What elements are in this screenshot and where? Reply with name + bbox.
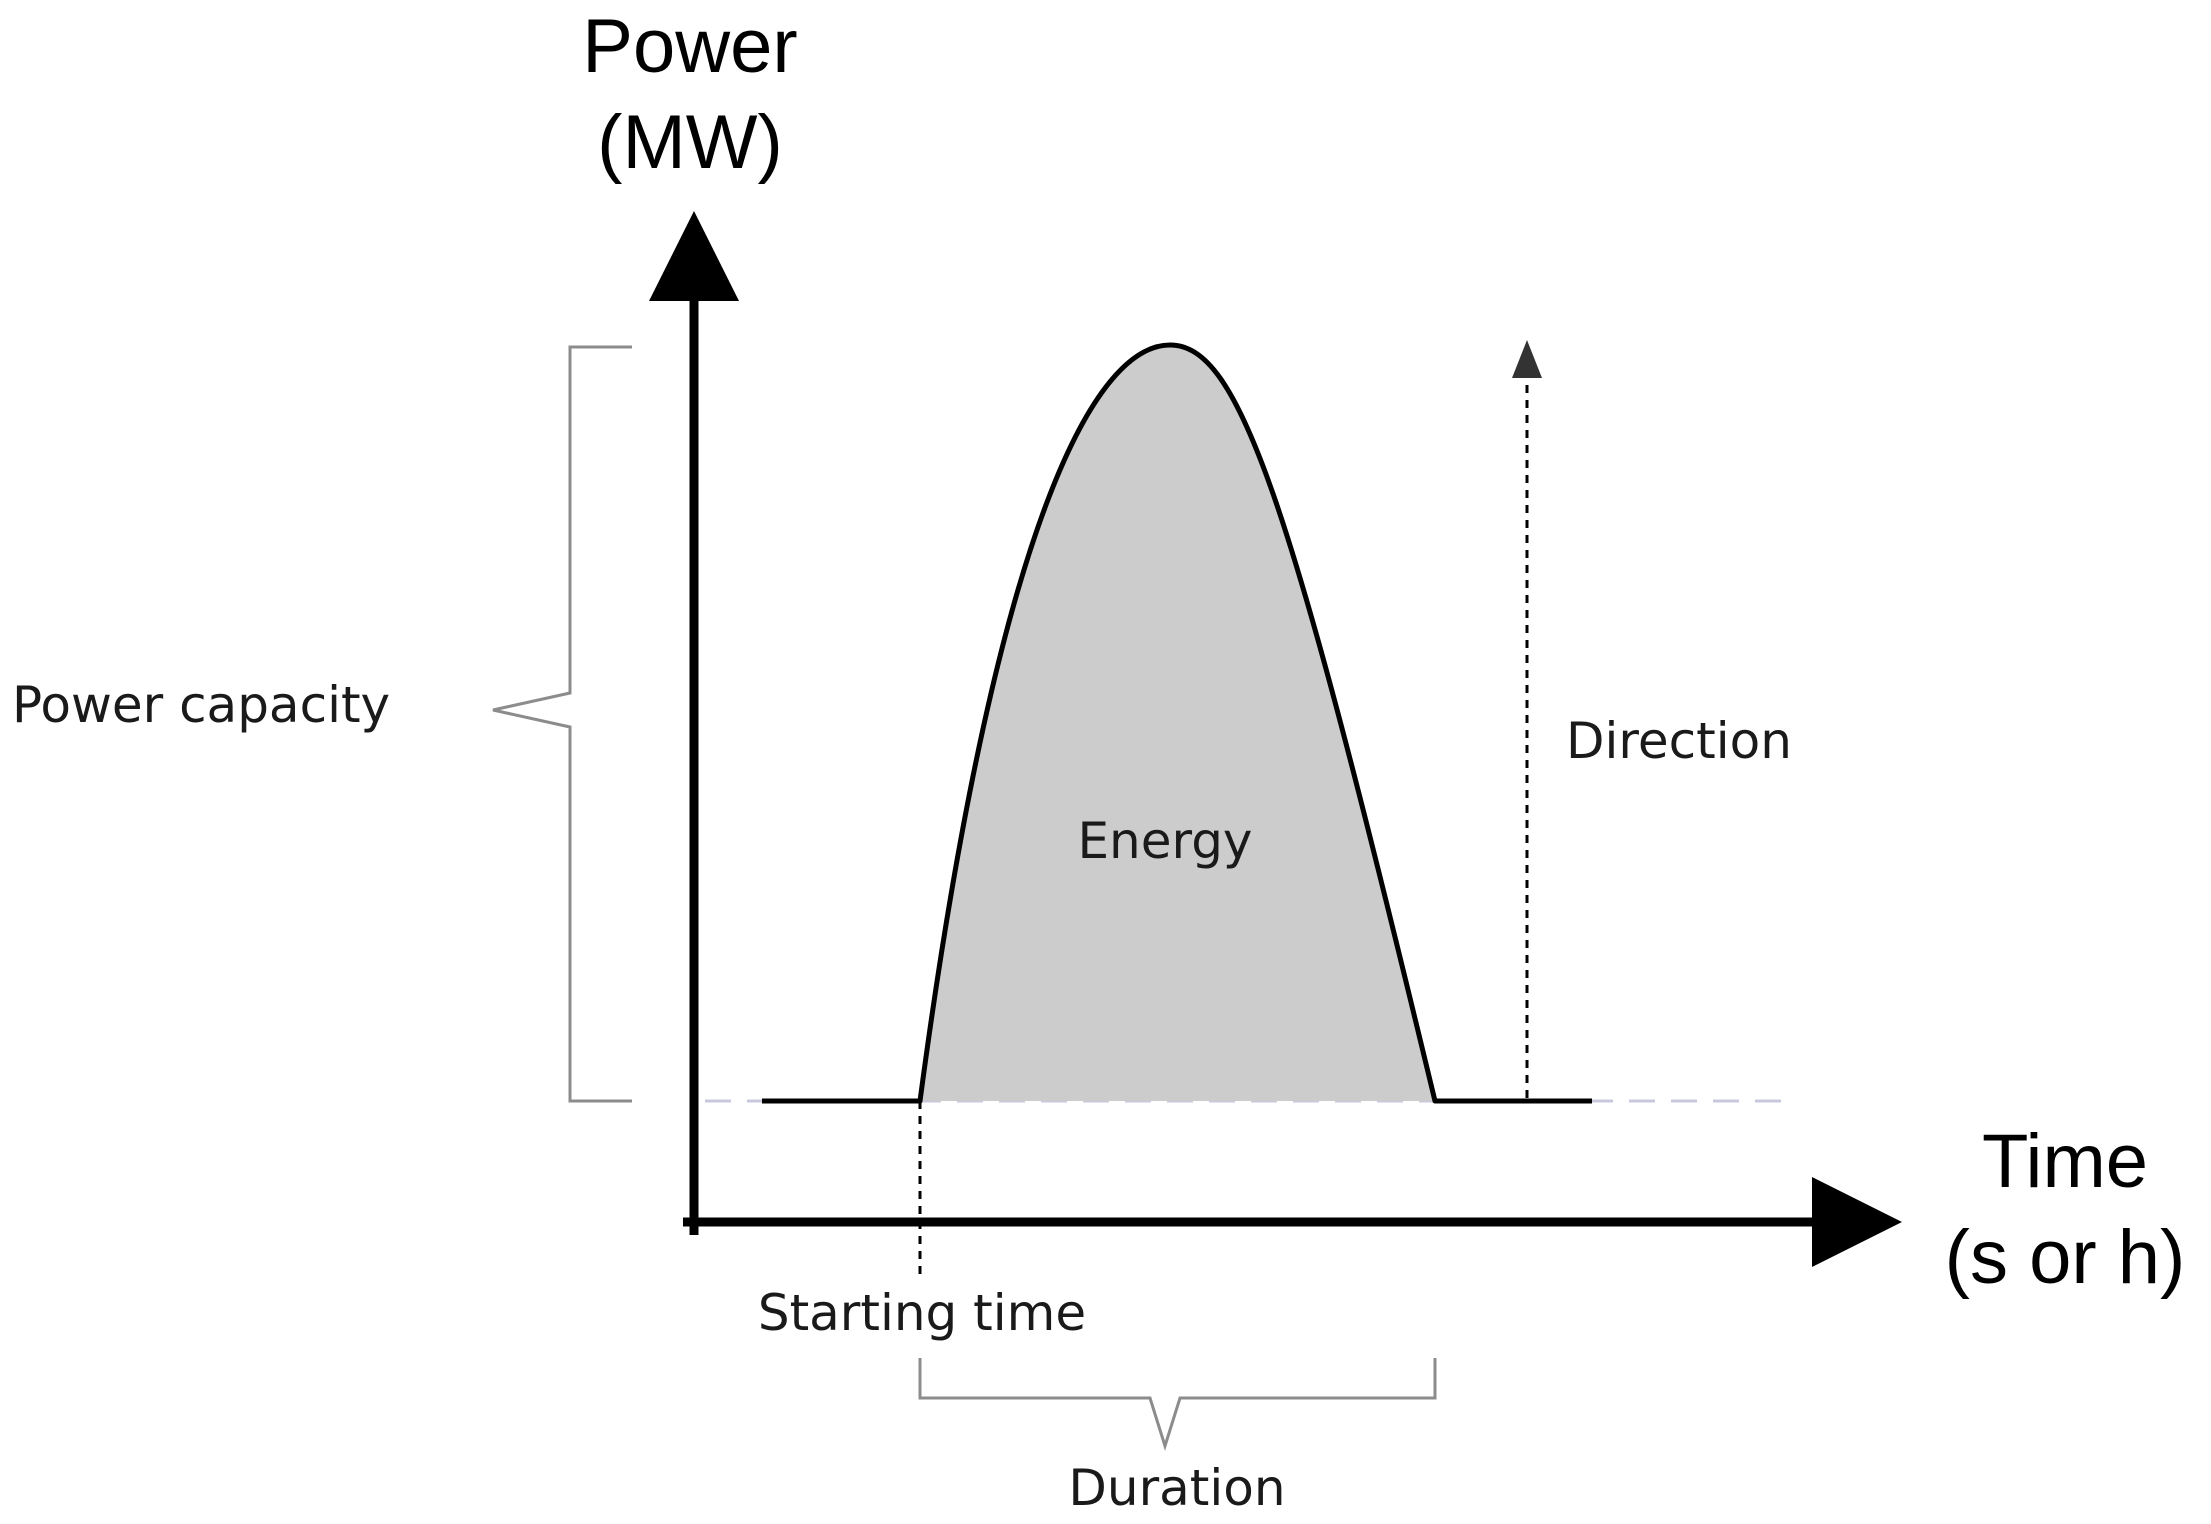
y-axis-label-line2: (MW) [597, 100, 783, 185]
x-axis-label-line1: Time [1982, 1119, 2148, 1204]
duration-label: Duration [1068, 1459, 1285, 1517]
power-curve [762, 342, 1592, 1104]
duration-bracket [918, 1358, 1437, 1452]
starting-time-label: Starting time [758, 1284, 1086, 1342]
x-axis-label-line2: (s or h) [1945, 1215, 2186, 1300]
power-capacity-bracket [492, 345, 632, 1103]
y-axis-label-line1: Power [582, 4, 797, 89]
energy-label: Energy [1077, 812, 1252, 870]
direction-label: Direction [1566, 712, 1792, 770]
energy-area [920, 345, 1435, 1101]
power-capacity-label: Power capacity [12, 676, 390, 734]
direction-arrow-icon [1512, 340, 1542, 378]
